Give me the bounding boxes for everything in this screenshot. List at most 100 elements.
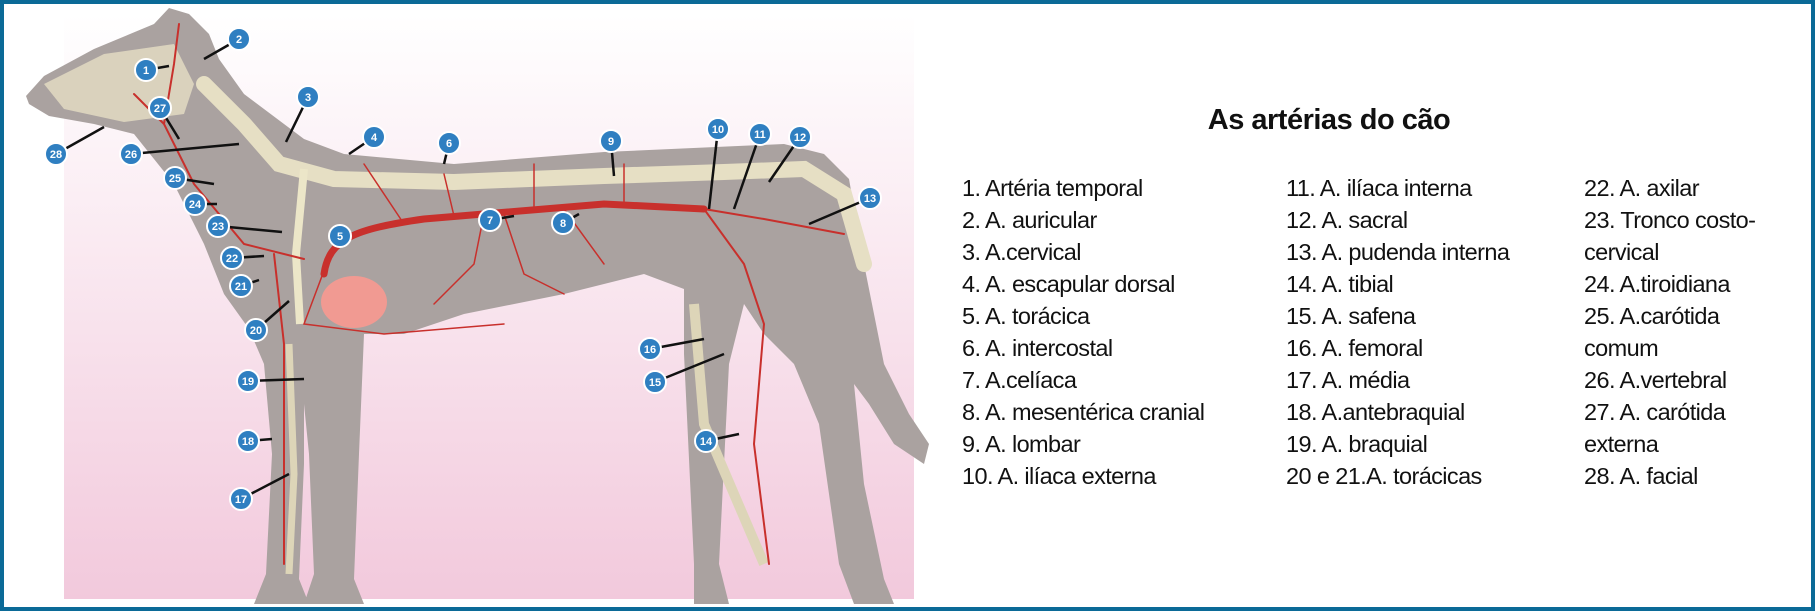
legend-item: 26. A.vertebral [1584, 367, 1727, 393]
legend-item: 17. A. média [1286, 367, 1410, 393]
legend-item: 3. A.cervical [962, 239, 1082, 265]
marker-21: 21 [229, 274, 253, 298]
legend-item: 7. A.celíaca [962, 367, 1077, 393]
legend-item: externa [1584, 431, 1659, 457]
legend-item: 11. A. ilíaca interna [1286, 175, 1472, 201]
marker-circle [236, 369, 260, 393]
marker-label: 7 [487, 215, 493, 227]
marker-14: 14 [694, 429, 718, 453]
marker-circle [220, 246, 244, 270]
marker-label: 3 [305, 92, 311, 104]
marker-label: 9 [608, 136, 614, 148]
marker-label: 19 [242, 376, 254, 388]
marker-12: 12 [788, 125, 812, 149]
marker-11: 11 [748, 122, 772, 146]
marker-label: 22 [226, 253, 238, 265]
marker-label: 5 [337, 231, 343, 243]
legend-item: 5. A. torácica [962, 303, 1090, 329]
marker-label: 21 [235, 281, 247, 293]
marker-circle [706, 117, 730, 141]
marker-label: 17 [235, 494, 247, 506]
marker-circle [362, 125, 386, 149]
marker-4: 4 [362, 125, 386, 149]
marker-circle [206, 214, 230, 238]
marker-label: 13 [864, 193, 876, 205]
marker-label: 23 [212, 221, 224, 233]
marker-label: 6 [446, 138, 452, 150]
marker-circle [134, 58, 158, 82]
marker-3: 3 [296, 85, 320, 109]
marker-label: 18 [242, 436, 254, 448]
spine-bones [196, 76, 872, 272]
legend-item: 2. A. auricular [962, 207, 1097, 233]
marker-22: 22 [220, 246, 244, 270]
marker-circle [551, 211, 575, 235]
legend-item: 25. A.carótida [1584, 303, 1720, 329]
leader-line [654, 352, 725, 384]
marker-17: 17 [229, 487, 253, 511]
scapula [291, 168, 308, 325]
marker-label: 12 [794, 132, 806, 144]
legend-column-3: 22. A. axilar 23. Tronco costo-cervical 24… [1584, 172, 1756, 492]
marker-circle [748, 122, 772, 146]
legend-item: comum [1584, 335, 1659, 361]
marker-2: 2 [227, 27, 251, 51]
legend-item: cervical [1584, 239, 1659, 265]
heart [321, 276, 387, 328]
legend-item: 8. A. mesentérica cranial [962, 399, 1205, 425]
marker-label: 26 [125, 149, 137, 161]
marker-26: 26 [119, 142, 143, 166]
marker-label: 25 [169, 173, 181, 185]
legend-item: 23. Tronco costo- [1584, 207, 1756, 233]
marker-circle [227, 27, 251, 51]
marker-label: 24 [189, 199, 202, 211]
foreleg-bones [285, 343, 298, 575]
legend-item: 20 e 21.A. torácicas [1286, 463, 1482, 489]
marker-circle [244, 318, 268, 342]
legend-title: As artérias do cão [1207, 104, 1451, 136]
marker-label: 10 [712, 124, 724, 136]
marker-circle [148, 96, 172, 120]
legend-item: 15. A. safena [1286, 303, 1416, 329]
marker-6: 6 [437, 131, 461, 155]
marker-label: 2 [236, 34, 242, 46]
marker-circle [229, 274, 253, 298]
marker-circle [44, 142, 68, 166]
marker-20: 20 [244, 318, 268, 342]
marker-15: 15 [643, 370, 667, 394]
marker-circle [296, 85, 320, 109]
legend-item: 22. A. axilar [1584, 175, 1700, 201]
marker-circle [163, 166, 187, 190]
hindleg-bones [689, 303, 769, 566]
legend-item: 28. A. facial [1584, 463, 1698, 489]
legend-item: 27. A. carótida [1584, 399, 1726, 425]
marker-circle [328, 224, 352, 248]
marker-label: 14 [700, 436, 713, 448]
marker-circle [229, 487, 253, 511]
marker-label: 11 [754, 129, 766, 141]
marker-7: 7 [478, 208, 502, 232]
legend-item: 24. A.tiroidiana [1584, 271, 1730, 297]
marker-circle [858, 186, 882, 210]
marker-25: 25 [163, 166, 187, 190]
leader-line [732, 133, 762, 210]
marker-label: 8 [560, 218, 566, 230]
marker-circle [638, 337, 662, 361]
marker-label: 4 [371, 132, 378, 144]
marker-8: 8 [551, 211, 575, 235]
legend-item: 18. A.antebraquial [1286, 399, 1465, 425]
leader-line [707, 128, 720, 210]
marker-label: 20 [250, 325, 262, 337]
marker-label: 15 [649, 377, 661, 389]
marker-circle [599, 129, 623, 153]
marker-circle [694, 429, 718, 453]
marker-circle [437, 131, 461, 155]
leader-line [130, 142, 240, 156]
marker-circle [236, 429, 260, 453]
